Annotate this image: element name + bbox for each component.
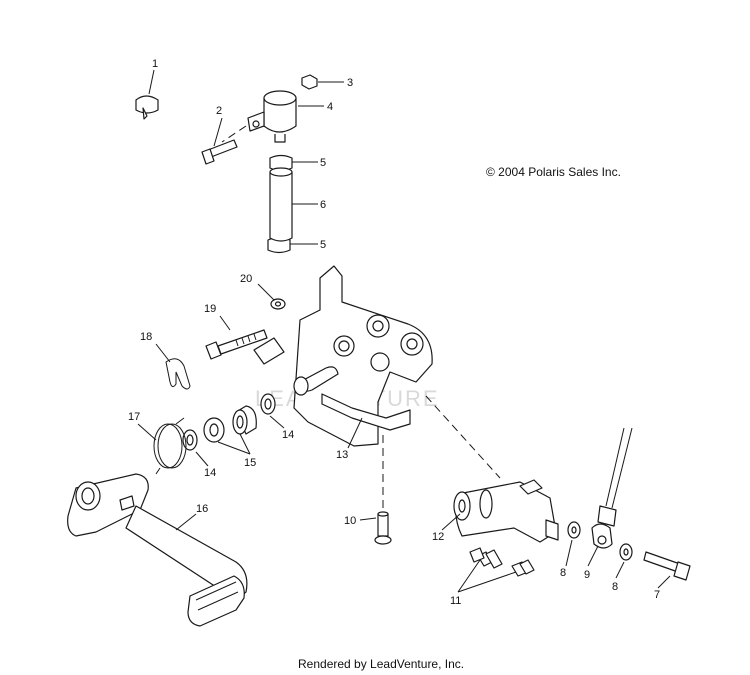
callout-8-right: 8: [612, 581, 618, 593]
leader-dash-2: [221, 125, 247, 143]
part-16-brake-pedal: [67, 473, 248, 627]
callout-3: 3: [347, 77, 353, 89]
callout-10: 10: [344, 515, 356, 527]
part-18-clip: [165, 358, 191, 390]
callout-18: 18: [140, 331, 152, 343]
part-14-washer-left: [182, 429, 198, 451]
leader-lines: [137, 69, 671, 593]
callout-4: 4: [327, 101, 333, 113]
part-2-bolt: [201, 139, 238, 165]
part-6-hose: [269, 167, 293, 242]
part-20-washer: [270, 298, 286, 310]
part-13-bracket: [253, 265, 433, 447]
part-12-master-cylinder: [453, 479, 559, 543]
callout-5-lower: 5: [320, 239, 326, 251]
part-19-bolt: [205, 329, 268, 360]
part-1-clip: [135, 95, 159, 120]
callout-2: 2: [216, 105, 222, 117]
part-15-bushing-right: [232, 405, 257, 435]
part-7-bolt: [643, 551, 691, 581]
part-15-bushing-left: [203, 417, 225, 443]
callout-numbers: 1 2 3 4 5 5 6 20 19 18 17 14 14 15 13 16…: [128, 58, 660, 607]
callout-15: 15: [244, 457, 256, 469]
part-11-bolt-lower: [511, 559, 535, 577]
callout-1: 1: [152, 58, 158, 70]
part-11-bolt-upper: [469, 547, 503, 569]
callout-11: 11: [450, 595, 461, 607]
callout-14-left: 14: [204, 467, 216, 479]
callout-20: 20: [240, 273, 252, 285]
footer-text: Rendered by LeadVenture, Inc.: [298, 657, 464, 671]
callout-19: 19: [204, 303, 216, 315]
callout-7: 7: [654, 589, 660, 601]
callout-8-left: 8: [560, 567, 566, 579]
callout-13: 13: [336, 449, 348, 461]
part-3-nut: [301, 74, 318, 90]
part-4-reservoir: [247, 90, 297, 143]
leader-dash-12: [425, 395, 501, 479]
callout-9: 9: [584, 569, 590, 581]
part-17-spring: [153, 417, 187, 475]
part-8-washer-left: [567, 521, 581, 539]
callout-5-upper: 5: [320, 157, 326, 169]
callout-17: 17: [128, 411, 140, 423]
callout-14-right: 14: [282, 429, 294, 441]
callout-6: 6: [320, 199, 326, 211]
copyright-text: © 2004 Polaris Sales Inc.: [486, 165, 621, 179]
callout-16: 16: [196, 503, 208, 515]
part-9-clevis: [591, 427, 633, 549]
callout-12: 12: [432, 531, 444, 543]
part-8-washer-right: [619, 543, 633, 561]
part-10-bolt: [374, 511, 392, 545]
part-14-washer-right: [260, 393, 276, 415]
